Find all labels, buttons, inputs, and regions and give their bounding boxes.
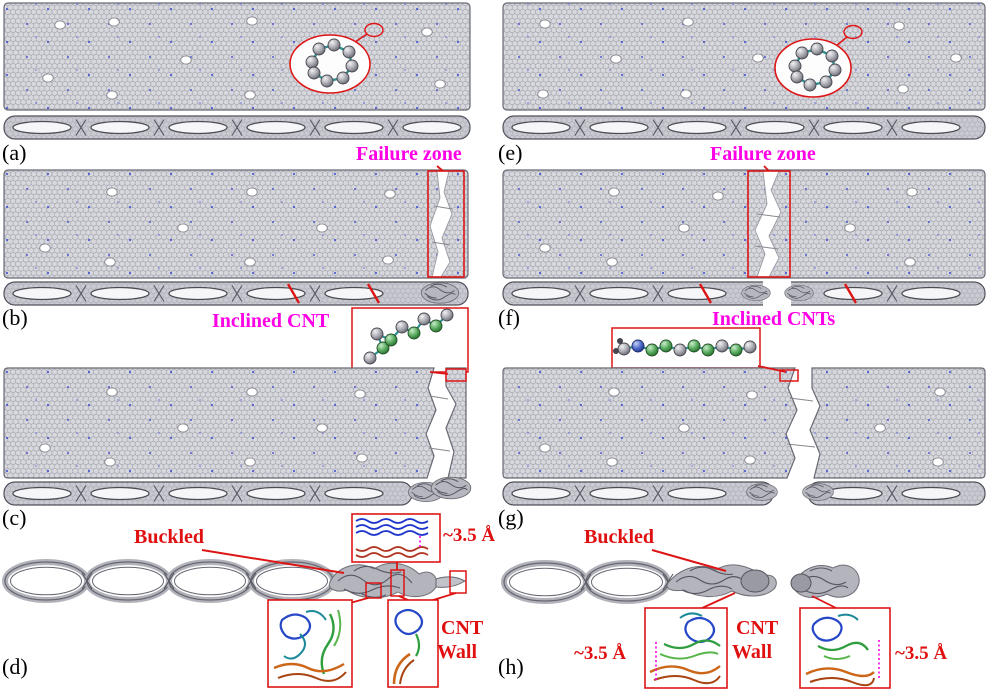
inclined-cnt-label-b: Inclined CNT bbox=[212, 310, 330, 332]
failure-zone-label-b: Failure zone bbox=[356, 143, 462, 165]
panel-label-a: (a) bbox=[2, 140, 27, 165]
cnt-wall-inset-d bbox=[387, 599, 439, 688]
panel-b-art bbox=[3, 165, 469, 373]
panel-label-g: (g) bbox=[498, 505, 524, 530]
panel-label-c: (c) bbox=[2, 505, 27, 530]
inclined-cnts-label-f: Inclined CNTs bbox=[712, 308, 836, 330]
cnt-strip-c bbox=[3, 476, 472, 506]
cnt-wall-inset-h-left bbox=[644, 607, 728, 689]
panel-f-art bbox=[502, 165, 986, 369]
interlayer-gap-inset-d bbox=[351, 513, 441, 563]
annotation-connectors bbox=[429, 365, 799, 382]
cnt-strip-a bbox=[3, 115, 471, 140]
crumpled-mass-d bbox=[328, 562, 438, 599]
cnt-wall-label-d-line1: CNT bbox=[441, 617, 484, 639]
fracture-crack-f bbox=[754, 170, 782, 278]
panel-label-f: (f) bbox=[498, 305, 520, 330]
panel-e-art bbox=[502, 2, 986, 140]
cnt-strip-g bbox=[502, 481, 986, 506]
panel-label-h: (h) bbox=[498, 654, 524, 679]
cnt-wall-inset-h-right bbox=[799, 607, 891, 689]
cnt-strip-b bbox=[3, 281, 469, 306]
panel-label-b: (b) bbox=[2, 305, 28, 330]
panel-c-art bbox=[3, 367, 472, 506]
failure-zone-box-b bbox=[427, 170, 465, 278]
inclined-cnt-inset-b bbox=[351, 307, 469, 373]
cnt-wall-label-h-line2: Wall bbox=[732, 641, 773, 663]
panel-h-art bbox=[504, 549, 891, 689]
fracture-crack-b bbox=[429, 170, 453, 278]
cnt-wall-label-d-line2: Wall bbox=[437, 641, 478, 663]
panel-g-art bbox=[502, 367, 986, 506]
inclined-cnt-marks-f bbox=[698, 283, 858, 304]
inclined-cnt-marks-b bbox=[286, 283, 381, 304]
gap-label-h-left: ~3.5 Å bbox=[574, 643, 627, 664]
molecule-inset-d-left bbox=[267, 599, 353, 688]
buckled-label-h: Buckled bbox=[584, 526, 655, 548]
panel-a-art bbox=[3, 2, 471, 140]
gap-label-h-right: ~3.5 Å bbox=[895, 643, 948, 664]
failure-zone-label-f: Failure zone bbox=[710, 143, 816, 165]
cnt-strip-f bbox=[502, 280, 986, 307]
cnt-strip-e bbox=[502, 115, 986, 140]
inclined-cnts-inset-f bbox=[611, 327, 761, 369]
panel-d-art bbox=[5, 513, 467, 688]
defect-magnifier-a bbox=[289, 22, 384, 94]
defect-magnifier-e bbox=[774, 24, 863, 98]
gap-label-d: ~3.5 Å bbox=[443, 525, 496, 546]
buckled-chain-d bbox=[5, 562, 467, 600]
buckled-label-d: Buckled bbox=[134, 526, 205, 548]
buckled-chain-h bbox=[504, 563, 860, 601]
cnt-wall-label-h-line1: CNT bbox=[736, 617, 779, 639]
panel-label-e: (e) bbox=[498, 140, 523, 165]
panel-label-d: (d) bbox=[2, 654, 28, 679]
